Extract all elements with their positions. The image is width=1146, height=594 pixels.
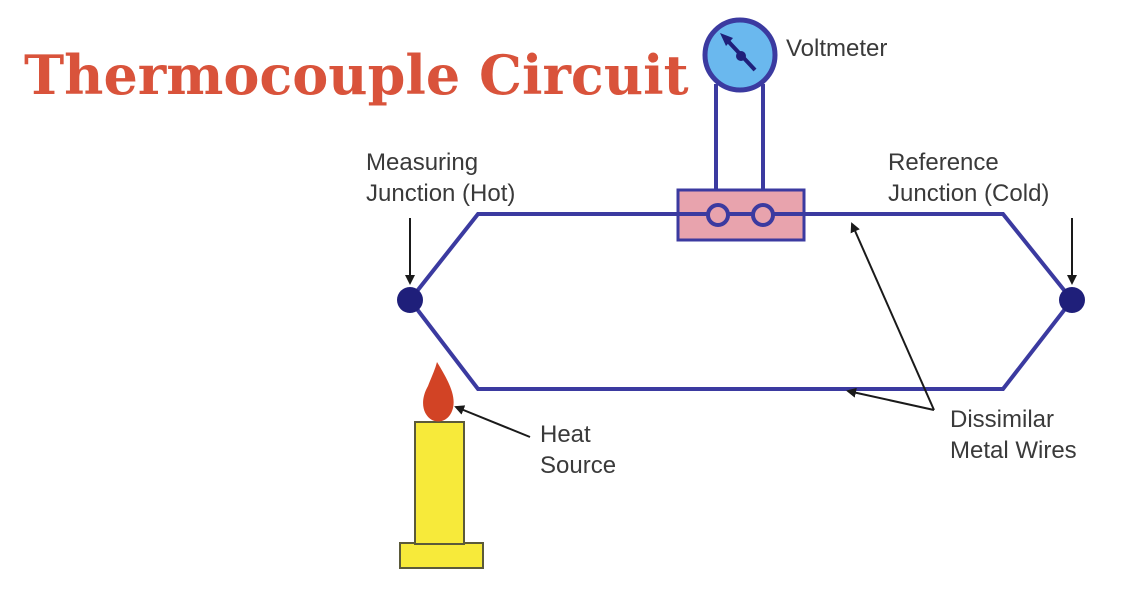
candle-icon [399,362,484,569]
measuring-junction-dot [397,287,423,313]
voltmeter-icon [702,17,778,93]
reference-junction-dot [1059,287,1085,313]
diagram-title: Thermocouple Circuit [24,43,689,107]
terminal-left [706,203,730,227]
terminal-block [676,188,806,242]
pointer-arrows [405,218,1077,438]
reference-junction-label-line1: Reference [888,149,999,176]
voltmeter-label: Voltmeter [786,35,887,62]
heat-source-label-line1: Heat [540,421,591,448]
arrow-wire-bottom [846,387,935,411]
bottom-wire [408,298,1074,391]
dissimilar-wires-label-line2: Metal Wires [950,437,1077,464]
heat-source-label-line2: Source [540,452,616,479]
arrow-heat-source [454,405,531,438]
flame-icon [423,362,454,422]
reference-junction-label-line2: Junction (Cold) [888,180,1049,207]
arrow-wire-top [850,222,935,411]
dissimilar-wires-label-line1: Dissimilar [950,406,1054,433]
measuring-junction-label-line1: Measuring [366,149,478,176]
terminal-right [751,203,775,227]
measuring-junction-label-line2: Junction (Hot) [366,180,515,207]
